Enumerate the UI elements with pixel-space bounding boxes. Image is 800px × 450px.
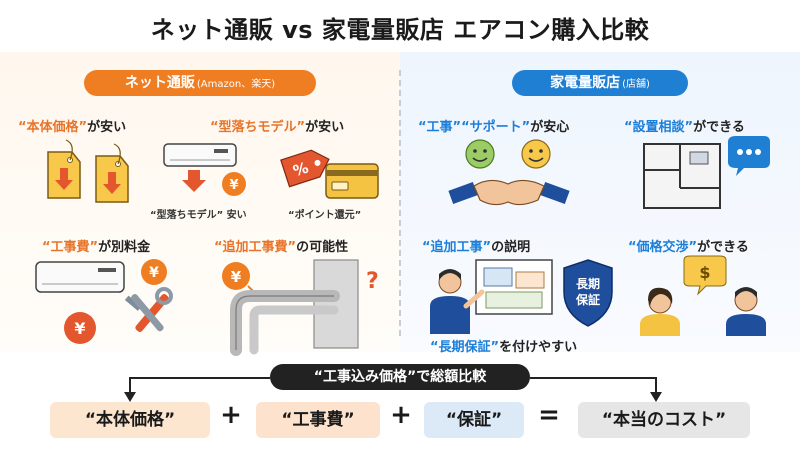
handshake-smiles-icon [448,139,570,206]
extra-work-pipes-icon: ¥ ? [222,259,379,356]
caption-install-consult: “設置相談”ができる [624,120,745,135]
term-true-cost: “本当のコスト” [578,402,750,438]
electronics-store-header: 家電量販店(店舗) [512,70,688,96]
percent-symbol: % [291,159,311,181]
caption-extra-work-explained: “追加工事”の説明 [422,240,531,255]
note-old-model-cheap: “型落ちモデル” 安い [150,210,247,221]
caption-old-model-cheap: “型落ちモデル”が安い [210,120,345,135]
caption-install-fee-separate: “工事費”が別料金 [42,240,151,255]
online-shopping-header-label: ネット通販 [124,75,195,91]
plus-operator-2: + [390,400,412,430]
yen-and-tools-icon: ¥ [124,259,173,332]
old-model-ac-icon: ¥ [163,143,246,196]
term-warranty: “保証” [424,402,524,438]
ac-install-fee-icon: ¥ [35,261,125,344]
caption-long-warranty: “長期保証”を付けやすい [430,340,578,355]
staff-explaining-icon [430,259,553,334]
question-mark-icon: ? [366,269,379,294]
term-install-fee: “工事費” [256,402,380,438]
electronics-store-header-label: 家電量販店 [550,75,621,91]
caption-body-price-cheap: “本体価格”が安い [18,120,127,135]
center-divider [399,70,401,340]
page-title: ネット通販 vs 家電量販店 エアコン購入比較 [150,16,650,44]
yen-symbol: ¥ [229,178,238,193]
note-point-reward: “ポイント還元” [288,210,362,221]
formula-label: “工事込み価格”で総額比較 [270,364,530,390]
caption-work-support-safe: “工事”“サポート”が安心 [418,120,570,135]
caption-price-negotiation: “価格交渉”ができる [628,240,749,255]
online-shopping-header: ネット通販(Amazon、楽天) [84,70,316,96]
formula-arrows [124,377,662,402]
yen-coin-symbol: ¥ [74,319,85,338]
discount-card-icon: % [280,149,379,199]
svg-text:¥: ¥ [149,265,159,281]
warranty-badge-line1: 長期 [576,276,600,291]
electronics-store-header-sub: (店舗) [622,79,650,90]
floor-plan-consult-icon [643,136,770,209]
dollar-symbol: $ [699,263,710,282]
long-warranty-shield-icon: 長期 保証 [563,259,613,327]
svg-text:¥: ¥ [231,268,242,286]
price-negotiation-icon: $ [640,255,766,336]
price-tags-down-icon [47,139,129,203]
online-shopping-header-sub: (Amazon、楽天) [196,79,276,90]
caption-extra-install-fee: “追加工事費”の可能性 [214,240,349,255]
plus-operator-1: + [220,400,242,430]
equals-operator: = [538,400,560,430]
term-body-price: “本体価格” [50,402,210,438]
warranty-badge-line2: 保証 [575,292,600,307]
